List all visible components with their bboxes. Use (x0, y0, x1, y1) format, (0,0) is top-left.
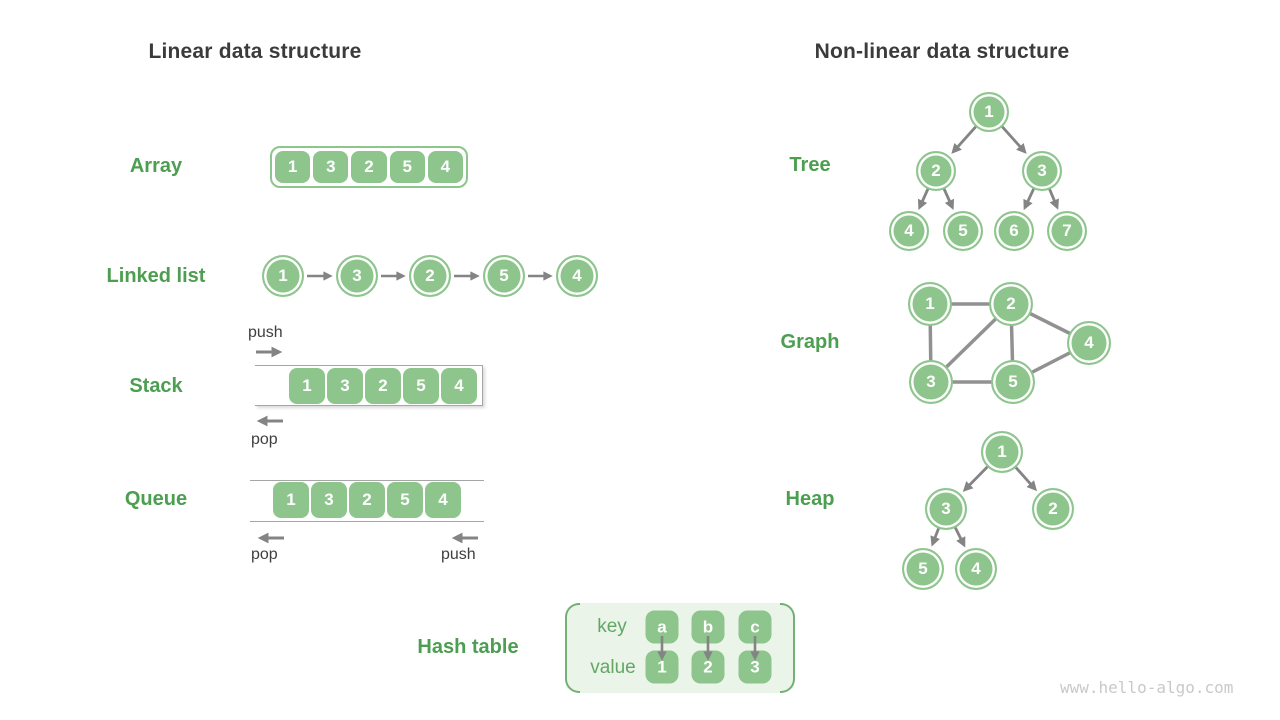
queue-cell: 2 (349, 482, 385, 518)
stack-cell: 1 (289, 367, 325, 404)
hash-value-cell: 1 (645, 650, 679, 684)
hash-key-cell: b (691, 610, 725, 644)
hash-key-cell: c (738, 610, 772, 644)
linked-list-node: 3 (336, 255, 378, 297)
graph-node: 3 (909, 360, 953, 404)
array-cell: 1 (275, 151, 311, 183)
graph-label: Graph (780, 331, 840, 353)
queue-cell: 3 (311, 482, 347, 518)
stack-push-label: push (248, 324, 283, 341)
tree-node: 4 (889, 211, 929, 251)
linked-list-node: 5 (483, 255, 525, 297)
stack-cell: 4 (441, 367, 477, 404)
stack-cell: 3 (327, 367, 363, 404)
array-cell: 5 (389, 151, 425, 183)
queue-cell: 4 (425, 482, 461, 518)
array-cell: 2 (351, 151, 387, 183)
tree-node: 5 (943, 211, 983, 251)
watermark-text: www.hello-algo.com (1060, 678, 1234, 697)
graph-node: 5 (991, 360, 1035, 404)
graph-node: 1 (908, 282, 952, 326)
linked-list-label: Linked list (106, 265, 206, 287)
stack-cell: 5 (403, 367, 439, 404)
heap-node: 5 (902, 548, 944, 590)
hash-value-cell: 3 (738, 650, 772, 684)
hash-right-bracket (780, 603, 795, 693)
tree-node: 7 (1047, 211, 1087, 251)
tree-node: 3 (1022, 151, 1062, 191)
graph-node: 2 (989, 282, 1033, 326)
heap-node: 3 (925, 488, 967, 530)
heap-node: 4 (955, 548, 997, 590)
linked-list-node: 4 (556, 255, 598, 297)
tree-label: Tree (789, 154, 831, 176)
queue-pop-label: pop (251, 546, 278, 563)
linear-section-title: Linear data structure (148, 40, 362, 63)
hash-key-header: key (597, 616, 627, 637)
hash-key-cell: a (645, 610, 679, 644)
graph-node: 4 (1067, 321, 1111, 365)
tree-node: 1 (969, 92, 1009, 132)
tree-node: 6 (994, 211, 1034, 251)
nonlinear-section-title: Non-linear data structure (814, 40, 1070, 63)
stack-label: Stack (129, 375, 183, 397)
queue-cell: 1 (273, 482, 309, 518)
heap-node: 1 (981, 431, 1023, 473)
tree-node: 2 (916, 151, 956, 191)
stack-cell: 2 (365, 367, 401, 404)
linked-list-node: 2 (409, 255, 451, 297)
queue-push-label: push (441, 546, 476, 563)
queue-label: Queue (124, 488, 188, 510)
stack-pop-label: pop (251, 431, 278, 448)
hash-value-header: value (590, 657, 636, 678)
queue-top-line (250, 480, 484, 481)
array-cell: 4 (427, 151, 464, 183)
hash-value-cell: 2 (691, 650, 725, 684)
array-label: Array (129, 155, 183, 177)
queue-cell: 5 (387, 482, 423, 518)
heap-node: 2 (1032, 488, 1074, 530)
hash-table-label: Hash table (417, 636, 519, 658)
array-cell: 3 (313, 151, 349, 183)
linked-list-node: 1 (262, 255, 304, 297)
queue-bottom-line (250, 521, 484, 522)
heap-label: Heap (785, 488, 835, 510)
